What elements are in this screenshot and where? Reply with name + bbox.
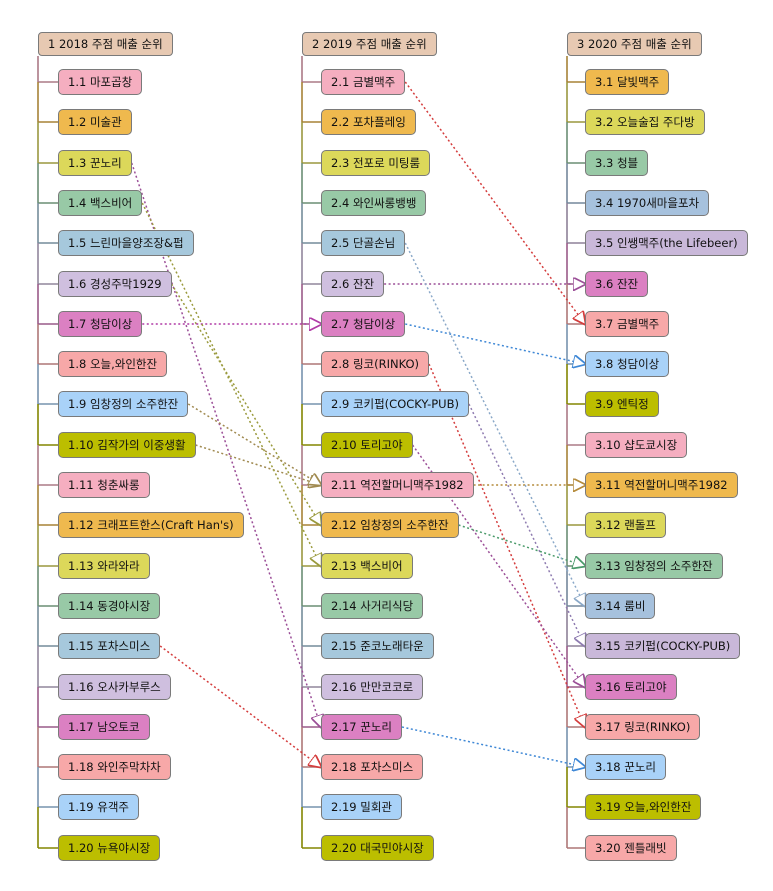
- node-1.11[interactable]: 1.11 청춘싸롱: [58, 472, 150, 498]
- node-2.15[interactable]: 2.15 준코노래타운: [321, 633, 434, 659]
- node-3.5[interactable]: 3.5 인쌩맥주(the Lifebeer): [585, 230, 748, 256]
- node-2.18[interactable]: 2.18 포차스미스: [321, 754, 424, 780]
- node-1.3[interactable]: 1.3 꾼노리: [58, 150, 132, 176]
- node-1.10[interactable]: 1.10 김작가의 이중생활: [58, 432, 196, 458]
- node-3.13[interactable]: 3.13 임창정의 소주한잔: [585, 553, 723, 579]
- node-1.1[interactable]: 1.1 마포곱창: [58, 69, 143, 95]
- node-3.15[interactable]: 3.15 코키펍(COCKY-PUB): [585, 633, 741, 659]
- node-2.8[interactable]: 2.8 링코(RINKO): [321, 351, 430, 377]
- node-2.1[interactable]: 2.1 금별맥주: [321, 69, 406, 95]
- node-2.6[interactable]: 2.6 잔잔: [321, 271, 385, 297]
- node-1.2[interactable]: 1.2 미술관: [58, 109, 132, 135]
- node-3.4[interactable]: 3.4 1970새마을포차: [585, 190, 710, 216]
- connection-2.8-to-3.17: [428, 363, 585, 727]
- node-1.8[interactable]: 1.8 오늘,와인한잔: [58, 351, 168, 377]
- connection-1.3-to-2.17: [130, 162, 321, 727]
- node-1.6[interactable]: 1.6 경성주막1929: [58, 271, 172, 297]
- node-2.16[interactable]: 2.16 만만코코로: [321, 674, 424, 700]
- node-2.11[interactable]: 2.11 역전할머니맥주1982: [321, 472, 474, 498]
- node-2.3[interactable]: 2.3 전포로 미팅룸: [321, 150, 431, 176]
- node-1.14[interactable]: 1.14 동경야시장: [58, 593, 161, 619]
- node-2.10[interactable]: 2.10 토리고야: [321, 432, 413, 458]
- node-2.12[interactable]: 2.12 임창정의 소주한잔: [321, 512, 459, 538]
- node-1.12[interactable]: 1.12 크래프트한스(Craft Han's): [58, 512, 244, 538]
- node-1.20[interactable]: 1.20 뉴욕야시장: [58, 835, 161, 861]
- connection-2.17-to-3.18: [401, 726, 585, 767]
- connection-1.9-to-2.11: [187, 403, 321, 485]
- node-1.18[interactable]: 1.18 와인주막차차: [58, 754, 171, 780]
- node-3.9[interactable]: 3.9 엔틱정: [585, 391, 659, 417]
- node-2.14[interactable]: 2.14 사거리식당: [321, 593, 424, 619]
- connection-lines: [130, 81, 585, 767]
- connection-2.7-to-3.8: [405, 323, 585, 364]
- node-1.5[interactable]: 1.5 느린마을양조장&펍: [58, 230, 194, 256]
- node-2.9[interactable]: 2.9 코키펍(COCKY-PUB): [321, 391, 469, 417]
- node-3.18[interactable]: 3.18 꾼노리: [585, 754, 667, 780]
- node-1.15[interactable]: 1.15 포차스미스: [58, 633, 161, 659]
- node-3.2[interactable]: 3.2 오늘술집 주다방: [585, 109, 705, 135]
- node-2.13[interactable]: 2.13 백스비어: [321, 553, 413, 579]
- column-header-3[interactable]: 3 2020 주점 매출 순위: [567, 32, 702, 56]
- connection-2.5-to-3.14: [404, 242, 585, 606]
- node-3.3[interactable]: 3.3 청블: [585, 150, 649, 176]
- node-2.19[interactable]: 2.19 밀회관: [321, 794, 403, 820]
- node-1.7[interactable]: 1.7 청담이상: [58, 311, 143, 337]
- node-3.17[interactable]: 3.17 링코(RINKO): [585, 714, 701, 740]
- node-1.17[interactable]: 1.17 남오토코: [58, 714, 150, 740]
- node-2.20[interactable]: 2.20 대국민야시장: [321, 835, 434, 861]
- connection-1.15-to-2.18: [159, 645, 321, 767]
- node-1.4[interactable]: 1.4 백스비어: [58, 190, 143, 216]
- node-3.12[interactable]: 3.12 랜돌프: [585, 512, 667, 538]
- node-3.7[interactable]: 3.7 금별맥주: [585, 311, 670, 337]
- connection-2.12-to-3.13: [458, 524, 585, 566]
- connection-1.6-to-2.12: [170, 283, 321, 525]
- node-2.5[interactable]: 2.5 단골손님: [321, 230, 406, 256]
- node-3.20[interactable]: 3.20 젠틀래빗: [585, 835, 677, 861]
- node-3.19[interactable]: 3.19 오늘,와인한잔: [585, 794, 702, 820]
- column-header-1[interactable]: 1 2018 주점 매출 순위: [38, 32, 173, 56]
- node-1.19[interactable]: 1.19 유객주: [58, 794, 140, 820]
- node-3.11[interactable]: 3.11 역전할머니맥주1982: [585, 472, 738, 498]
- node-1.9[interactable]: 1.9 임창정의 소주한잔: [58, 391, 189, 417]
- node-3.14[interactable]: 3.14 룸비: [585, 593, 656, 619]
- node-3.16[interactable]: 3.16 토리고야: [585, 674, 677, 700]
- node-2.2[interactable]: 2.2 포차플레잉: [321, 109, 416, 135]
- node-2.7[interactable]: 2.7 청담이상: [321, 311, 406, 337]
- node-3.10[interactable]: 3.10 샵도쿄시장: [585, 432, 688, 458]
- node-1.16[interactable]: 1.16 오사카부루스: [58, 674, 171, 700]
- node-3.6[interactable]: 3.6 잔잔: [585, 271, 649, 297]
- node-1.13[interactable]: 1.13 와라와라: [58, 553, 150, 579]
- column-header-2[interactable]: 2 2019 주점 매출 순위: [302, 32, 437, 56]
- connection-1.10-to-2.11: [195, 444, 321, 485]
- node-3.8[interactable]: 3.8 청담이상: [585, 351, 670, 377]
- node-2.4[interactable]: 2.4 와인싸롱뱅뱅: [321, 190, 427, 216]
- node-3.1[interactable]: 3.1 달빛맥주: [585, 69, 670, 95]
- node-2.17[interactable]: 2.17 꾼노리: [321, 714, 403, 740]
- connection-2.1-to-3.7: [404, 81, 585, 324]
